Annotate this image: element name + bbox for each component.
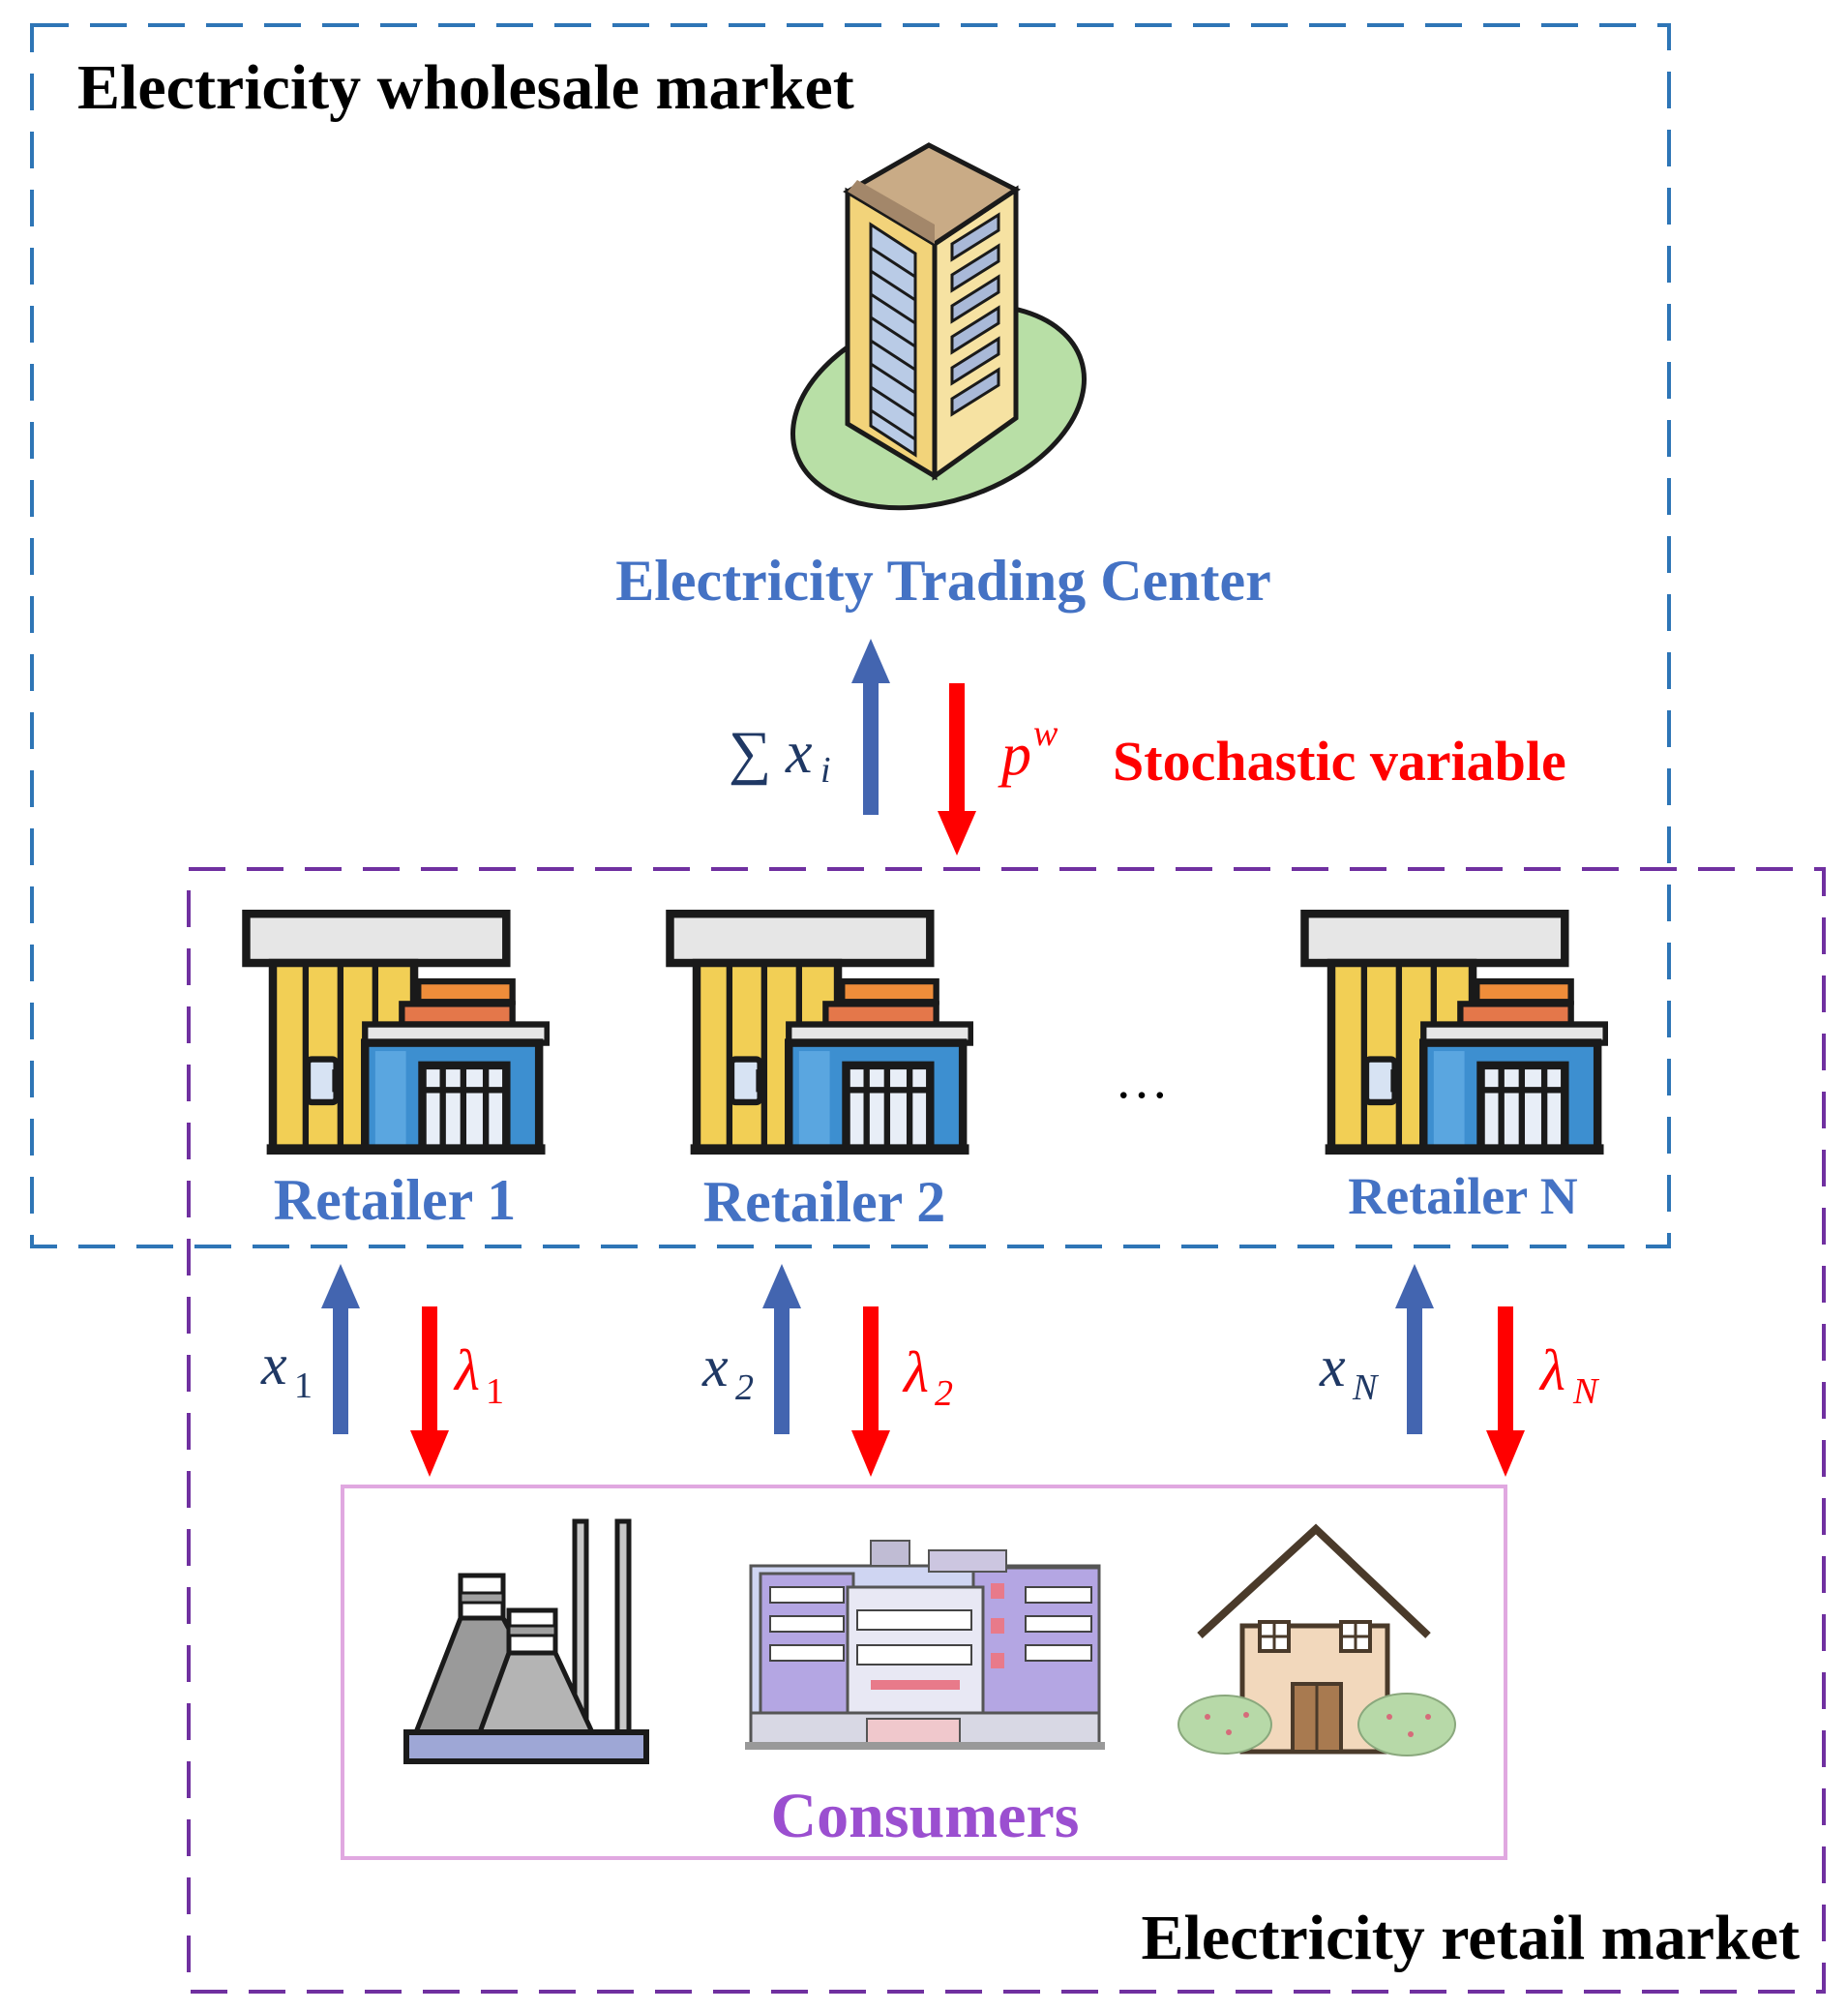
demand-variable: x (260, 1333, 287, 1396)
demand-subscript: 2 (735, 1367, 754, 1408)
retailer-1-label: Retailer 1 (274, 1168, 516, 1232)
price-subscript: 1 (486, 1371, 504, 1412)
house-icon (1177, 1523, 1456, 1756)
aggregate-demand-arrow (851, 639, 890, 815)
price-variable: λ (453, 1338, 480, 1402)
retailer-n-demand-label: x N (1319, 1335, 1380, 1408)
factory-icon (403, 1518, 649, 1764)
demand-subscript: N (1352, 1367, 1380, 1408)
retailer-1-price-arrow (410, 1306, 449, 1477)
demand-subscript: 1 (294, 1366, 313, 1406)
retail-market-title: Electricity retail market (1142, 1903, 1800, 1973)
retail-market-boundary (187, 867, 1826, 1994)
retailer-ellipsis: … (1115, 1050, 1169, 1110)
retailer-1-price-label: λ 1 (453, 1338, 504, 1412)
sum-variable: x (785, 720, 813, 786)
price-subscript: 2 (935, 1373, 953, 1414)
retailer-n-building-icon (1304, 914, 1605, 1149)
retailer-1-demand-label: x 1 (260, 1333, 313, 1406)
aggregate-demand-label: ∑ x i (729, 720, 831, 791)
retailer-n-price-label: λ N (1538, 1338, 1600, 1412)
shopping-mall-icon (745, 1540, 1105, 1750)
price-variable: λ (902, 1340, 929, 1404)
retailer-2-building-icon (670, 914, 970, 1149)
retailer-2-price-label: λ 2 (902, 1340, 953, 1414)
sum-subscript: i (820, 750, 831, 791)
price-variable: p (998, 722, 1031, 788)
retailer-n-label: Retailer N (1348, 1167, 1577, 1225)
retailer-1-demand-arrow (321, 1264, 360, 1434)
consumers-label: Consumers (770, 1781, 1079, 1851)
retailer-n-price-arrow (1486, 1306, 1525, 1477)
retailer-1-building-icon (246, 914, 547, 1149)
wholesale-price-arrow (938, 683, 976, 855)
price-subscript: N (1572, 1371, 1600, 1412)
retailer-2-label: Retailer 2 (703, 1170, 945, 1234)
wholesale-price-label: p w (998, 713, 1058, 788)
demand-variable: x (701, 1335, 729, 1398)
stochastic-variable-label: Stochastic variable (1113, 730, 1566, 793)
price-variable: λ (1538, 1338, 1565, 1402)
wholesale-market-boundary (30, 23, 1671, 1248)
retailer-2-price-arrow (851, 1306, 890, 1477)
retailer-2-demand-arrow (762, 1264, 801, 1434)
price-superscript: w (1033, 713, 1058, 754)
demand-variable: x (1319, 1335, 1346, 1398)
retailer-2-demand-label: x 2 (701, 1335, 754, 1408)
trading-center-building-icon (790, 142, 1087, 511)
trading-center-label: Electricity Trading Center (615, 549, 1271, 613)
sum-symbol: ∑ (729, 720, 771, 786)
retailer-n-demand-arrow (1395, 1264, 1434, 1434)
wholesale-market-title: Electricity wholesale market (77, 52, 854, 123)
